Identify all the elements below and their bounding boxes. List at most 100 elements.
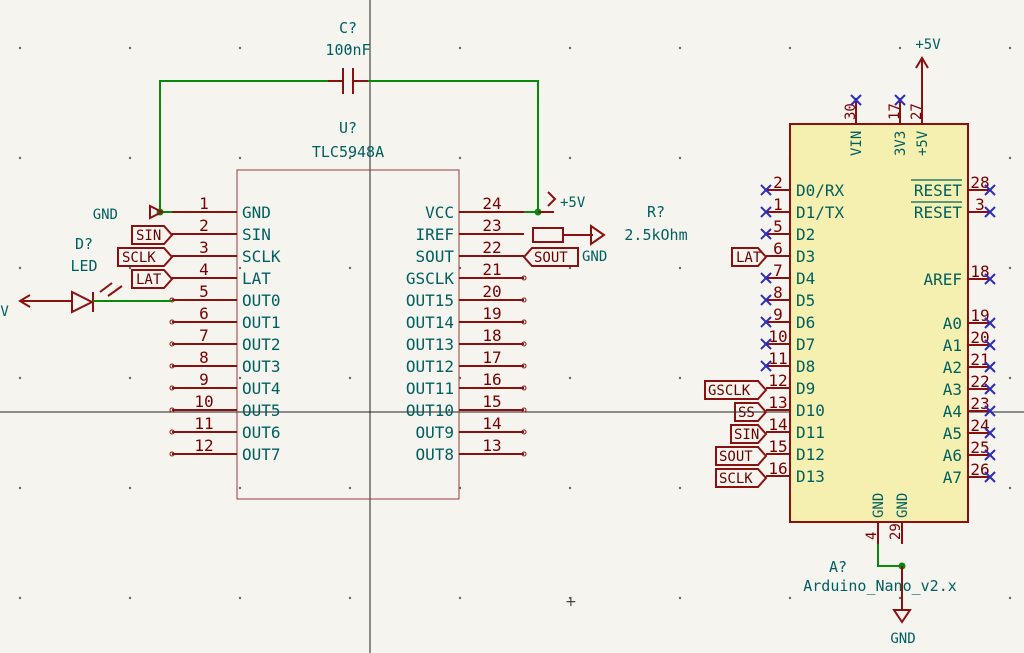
label-sin-nano[interactable]: SIN bbox=[730, 424, 768, 444]
ic-pin-name: OUT15 bbox=[406, 291, 454, 310]
nano-pin-2[interactable]: 2 D0/RX bbox=[760, 173, 845, 200]
nano-pin-name: A1 bbox=[943, 336, 962, 355]
capacitor-c[interactable]: C? 100nF bbox=[325, 19, 371, 94]
ic-pin-number: 9 bbox=[199, 370, 209, 389]
ic-pin-number: 3 bbox=[199, 238, 209, 257]
ic-pin-3[interactable]: 3 SCLK bbox=[172, 238, 281, 266]
no-connect-icon bbox=[760, 184, 772, 196]
label-gsclk-nano[interactable]: GSCLK bbox=[704, 380, 768, 400]
ic-pin-number: 4 bbox=[199, 260, 209, 279]
label-sout-nano[interactable]: SOUT bbox=[715, 446, 768, 466]
ic-pin-number: 24 bbox=[482, 194, 501, 213]
gnd-label-nano: GND bbox=[890, 631, 915, 647]
label-sclk-nano[interactable]: SCLK bbox=[715, 468, 768, 488]
vcc-label-nano: +5V bbox=[915, 37, 941, 53]
ic-pin-name: OUT8 bbox=[415, 445, 454, 464]
ic-pin-name: SCLK bbox=[242, 247, 281, 266]
wire-cap-vcc bbox=[368, 80, 539, 211]
label-lat-nano[interactable]: LAT bbox=[731, 247, 768, 267]
nano-pin-name: D1/TX bbox=[796, 203, 845, 222]
label-sclk-left[interactable]: SCLK bbox=[117, 247, 174, 267]
no-connect-icon bbox=[984, 339, 996, 351]
label-ss-nano[interactable]: SS bbox=[734, 402, 768, 422]
label-sin-left[interactable]: SIN bbox=[131, 225, 174, 245]
ic-value: TLC5948A bbox=[312, 143, 384, 161]
nano-pin-number: 11 bbox=[768, 349, 787, 368]
svg-text:SCLK: SCLK bbox=[122, 250, 156, 266]
label-lat-left[interactable]: LAT bbox=[131, 269, 174, 289]
nano-pin-name: D0/RX bbox=[796, 181, 845, 200]
gnd-symbol-left bbox=[149, 204, 165, 220]
led-supply-label: 5V bbox=[0, 304, 9, 320]
nano-pin-27[interactable]: 27+5V bbox=[909, 98, 931, 156]
resistor-r[interactable]: R? 2.5kOhm bbox=[532, 203, 688, 244]
nano-pin-name: D13 bbox=[796, 467, 825, 486]
label-sout-right[interactable]: SOUT bbox=[522, 247, 579, 267]
svg-text:LAT: LAT bbox=[736, 250, 762, 266]
nano-pin-name: GND bbox=[871, 493, 887, 518]
nano-pin-number: 2 bbox=[773, 173, 783, 192]
nano-pin-name: VIN bbox=[849, 131, 865, 156]
nano-pin-name: A7 bbox=[943, 468, 962, 487]
ic-pin-name: OUT9 bbox=[415, 423, 454, 442]
nano-pin-name: GND bbox=[895, 493, 911, 518]
ic-pin-name: OUT0 bbox=[242, 291, 281, 310]
svg-text:SCLK: SCLK bbox=[719, 471, 753, 487]
nano-pin-number: 10 bbox=[768, 327, 787, 346]
ic-pin-number: 19 bbox=[482, 304, 501, 323]
